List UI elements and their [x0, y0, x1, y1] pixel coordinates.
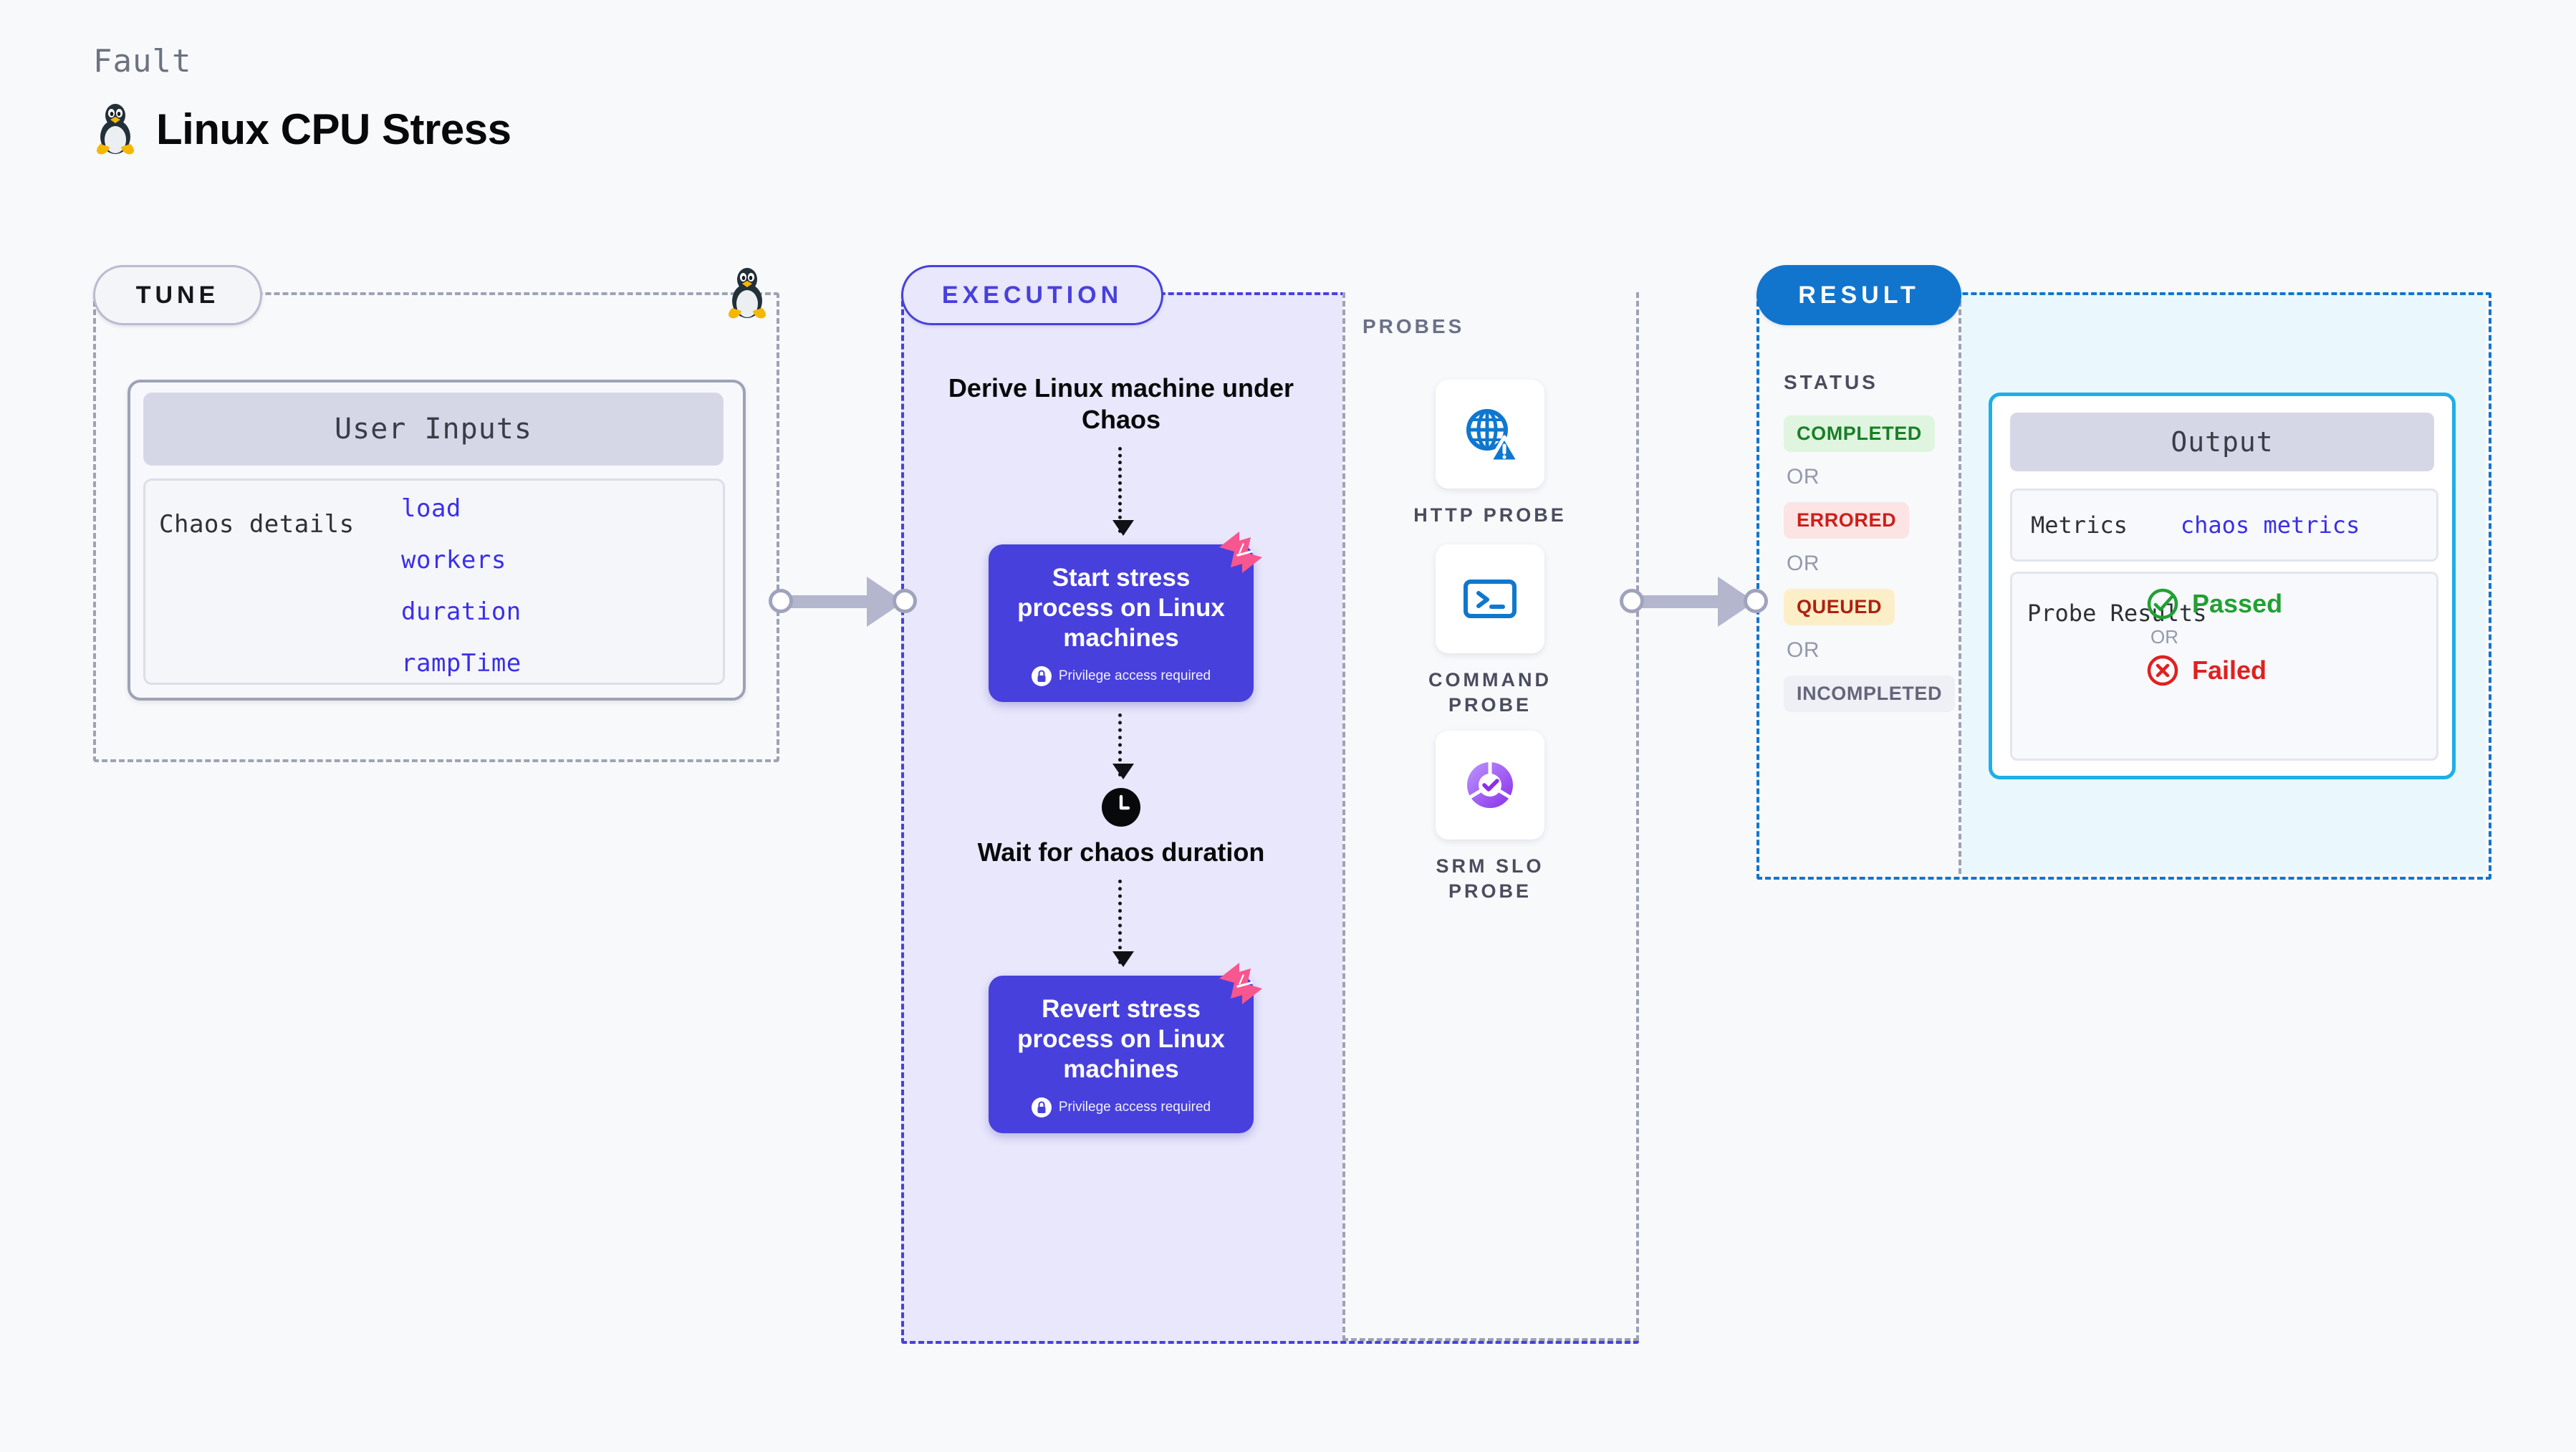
- step-wait-duration: Wait for chaos duration: [977, 837, 1265, 867]
- globe-warning-icon: [1466, 409, 1521, 463]
- x-circle-icon: [2147, 655, 2178, 686]
- probe-label-command: COMMAND PROBE: [1428, 669, 1552, 716]
- metrics-value[interactable]: chaos metrics: [2180, 511, 2360, 539]
- status-list: COMPLETED OR ERRORED OR QUEUED OR INCOMP…: [1784, 415, 1956, 712]
- step-start-stress-title: Start stress process on Linux machines: [1017, 563, 1225, 652]
- status-badge-incompleted: INCOMPLETED: [1784, 675, 1956, 712]
- connector-start-node: [769, 589, 793, 613]
- flow-arrow: [1112, 713, 1134, 779]
- status-or-3: OR: [1787, 638, 1820, 662]
- connector-execution-to-result: [1616, 577, 1768, 627]
- connector-tune-to-execution: [765, 577, 917, 627]
- connector-end-node: [893, 589, 917, 613]
- execution-pill[interactable]: EXECUTION: [901, 265, 1163, 325]
- user-inputs-header: User Inputs: [143, 393, 724, 466]
- tune-pill[interactable]: TUNE: [93, 265, 262, 325]
- execution-flow: Derive Linux machine under Chaos Start s…: [931, 372, 1311, 1133]
- probe-passed-label: Passed: [2192, 589, 2283, 618]
- flow-arrow: [1112, 446, 1134, 536]
- param-workers[interactable]: workers: [401, 546, 506, 574]
- probe-label-srm-slo: SRM SLO PROBE: [1436, 855, 1544, 903]
- lock-icon: [1031, 1097, 1052, 1117]
- connector-start-node: [1620, 589, 1644, 613]
- status-badge-queued: QUEUED: [1784, 589, 1895, 625]
- status-badge-completed: COMPLETED: [1784, 415, 1935, 452]
- check-circle-icon: [2147, 588, 2178, 620]
- tux-penguin-icon: [728, 268, 766, 319]
- page-header: Fault Linux CPU Stress: [93, 43, 511, 155]
- probe-outcomes: Passed OR Failed: [2146, 587, 2282, 687]
- param-load[interactable]: load: [401, 494, 461, 523]
- probe-outcome-or: OR: [2150, 626, 2178, 648]
- tune-region: [93, 292, 779, 762]
- probe-item-command[interactable]: COMMAND PROBE: [1404, 544, 1576, 718]
- probe-label-http: HTTP PROBE: [1413, 504, 1567, 526]
- fault-kicker: Fault: [93, 43, 192, 80]
- probe-results-row: [2010, 572, 2438, 761]
- harness-logo-icon: [1219, 531, 1262, 573]
- chaos-details-label: Chaos details: [159, 510, 355, 539]
- lock-icon: [1031, 665, 1052, 686]
- status-section-label: STATUS: [1784, 371, 1878, 393]
- privilege-badge-text: Privilege access required: [1058, 668, 1211, 683]
- status-badge-errored: ERRORED: [1784, 502, 1910, 539]
- step-revert-stress-title: Revert stress process on Linux machines: [1017, 994, 1225, 1083]
- status-or-1: OR: [1787, 465, 1820, 489]
- privilege-badge-text: Privilege access required: [1058, 1099, 1211, 1115]
- param-ramptime[interactable]: rampTime: [401, 649, 522, 678]
- param-duration[interactable]: duration: [401, 597, 522, 626]
- step-start-stress-card[interactable]: Start stress process on Linux machines P…: [989, 531, 1262, 702]
- probe-item-http[interactable]: HTTP PROBE: [1404, 380, 1576, 528]
- status-or-2: OR: [1787, 552, 1820, 575]
- step-revert-stress-card[interactable]: Revert stress process on Linux machines …: [989, 962, 1262, 1133]
- status-region: [1756, 292, 1961, 874]
- step-derive-machine: Derive Linux machine under Chaos: [948, 373, 1294, 434]
- probe-item-srm-slo[interactable]: SRM SLO PROBE: [1404, 731, 1576, 904]
- title-row: Linux CPU Stress: [93, 102, 511, 155]
- terminal-icon: [1464, 580, 1517, 618]
- chaos-details-box: [143, 479, 725, 685]
- chaos-param-list: load workers duration rampTime: [401, 494, 522, 701]
- probes-section-label: PROBES: [1363, 315, 1465, 337]
- slo-donut-check-icon: [1467, 762, 1513, 808]
- privilege-badge: Privilege access required: [1001, 1097, 1241, 1117]
- metrics-label: Metrics: [2031, 511, 2128, 539]
- page-title: Linux CPU Stress: [156, 105, 511, 153]
- tux-penguin-icon: [96, 104, 135, 155]
- probe-outcome-failed: Failed: [2146, 654, 2282, 687]
- flow-arrow: [1112, 879, 1134, 967]
- metrics-row: Metrics chaos metrics: [2010, 489, 2438, 562]
- result-pill[interactable]: RESULT: [1756, 265, 1961, 325]
- clock-icon: [1102, 787, 1140, 827]
- harness-logo-icon: [1219, 962, 1262, 1004]
- result-region: [1756, 292, 2491, 880]
- output-header: Output: [2010, 413, 2434, 471]
- probe-failed-label: Failed: [2192, 655, 2267, 685]
- connector-end-node: [1744, 589, 1768, 613]
- probe-outcome-passed: Passed: [2146, 587, 2282, 620]
- privilege-badge: Privilege access required: [1001, 665, 1241, 686]
